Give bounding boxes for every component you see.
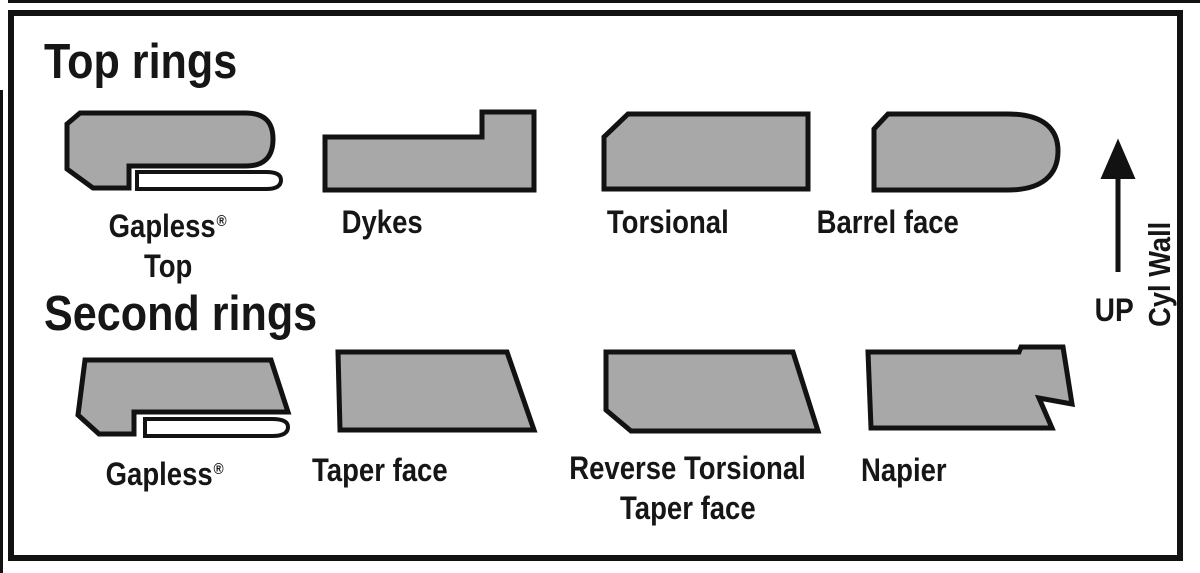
label-dykes: Dykes — [341, 204, 423, 240]
registered-mark: ® — [213, 461, 225, 478]
label-napier: Napier — [861, 452, 947, 488]
up-direction-label: UP — [1094, 292, 1134, 328]
label-torsional: Torsional — [607, 204, 729, 240]
label-taper-face: Taper face — [312, 452, 448, 488]
label-reverse-torsional-taper-face: Reverse Torsional Taper face — [569, 450, 807, 526]
ring-shape-taper-face — [335, 349, 538, 433]
label-barrel-face: Barrel face — [816, 204, 960, 240]
scan-edge-left — [0, 90, 3, 573]
ring-shape-torsional — [601, 111, 811, 192]
label-gapless-second: Gapless® — [105, 456, 225, 492]
scan-edge-top — [8, 0, 1200, 3]
ring-shape-reverse-torsional-taper-face — [603, 349, 822, 434]
ring-shape-dykes — [322, 109, 537, 193]
diagram-border — [8, 10, 1183, 561]
ring-shape-napier — [865, 344, 1076, 431]
ring-shape-gapless-second — [75, 357, 292, 437]
ring-shape-gapless-top — [64, 110, 276, 191]
section-heading-second-rings: Second rings — [44, 287, 318, 341]
ring-shape-gapless-second-rail — [143, 417, 291, 438]
ring-shape-barrel-face — [871, 111, 1061, 193]
cyl-wall-label: Cyl Wall — [1142, 221, 1177, 327]
ring-shape-gapless-top-rail — [135, 170, 284, 191]
label-gapless-top: Gapless® Top — [108, 208, 228, 284]
section-heading-top-rings: Top rings — [44, 35, 238, 89]
registered-mark: ® — [216, 213, 228, 230]
up-arrow-head — [1100, 138, 1136, 179]
